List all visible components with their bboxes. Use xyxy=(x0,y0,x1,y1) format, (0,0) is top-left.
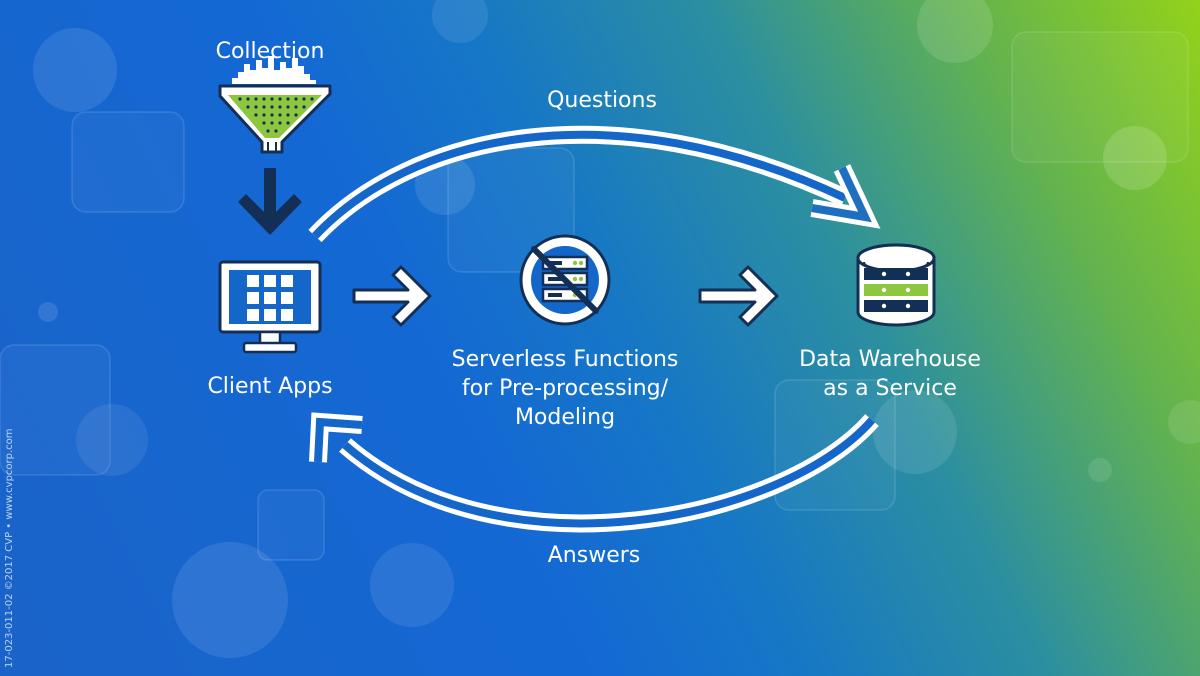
answers-label: Answers xyxy=(547,543,641,568)
serverless-label-line: for Pre-processing/ xyxy=(461,376,669,401)
right-arrow-icon xyxy=(698,265,779,327)
bokeh-circle xyxy=(33,28,117,112)
questions-label: Questions xyxy=(547,88,657,113)
answers-arc-arrow xyxy=(309,412,879,533)
serverless-label-line: Serverless Functions xyxy=(451,347,679,372)
serverless-label: Serverless Functions for Pre-processing/… xyxy=(420,345,710,432)
questions-arc-arrow xyxy=(308,125,881,243)
bokeh-circle xyxy=(917,0,993,63)
bokeh-square xyxy=(257,489,325,561)
client-apps-label: Client Apps xyxy=(207,374,333,399)
bokeh-circle xyxy=(1168,400,1200,444)
serverless-label-line: Modeling xyxy=(514,405,616,430)
bokeh-circle xyxy=(1088,458,1112,482)
down-arrow-icon xyxy=(238,168,302,235)
bokeh-circle xyxy=(76,404,148,476)
copyright-credit: 17-023-011-02 ©2017 CVP • www.cvpcorp.co… xyxy=(4,428,15,668)
bokeh-circle xyxy=(1103,126,1167,190)
funnel-icon xyxy=(218,56,332,154)
bokeh-square xyxy=(1011,31,1189,163)
collection-label: Collection xyxy=(215,39,325,64)
warehouse-label: Data Warehouse as a Service xyxy=(760,345,1020,403)
no-server-icon xyxy=(519,234,611,326)
bokeh-circle xyxy=(172,542,288,658)
bokeh-circle xyxy=(873,390,957,474)
database-icon xyxy=(856,243,936,327)
warehouse-label-line: as a Service xyxy=(823,376,957,401)
bokeh-square xyxy=(0,344,111,476)
right-arrow-icon xyxy=(352,265,432,327)
bokeh-circle xyxy=(432,0,488,43)
monitor-grid-icon xyxy=(218,260,322,354)
bokeh-square xyxy=(71,111,185,213)
warehouse-label-line: Data Warehouse xyxy=(799,347,981,372)
bokeh-circle xyxy=(370,543,454,627)
bokeh-circle xyxy=(38,302,58,322)
